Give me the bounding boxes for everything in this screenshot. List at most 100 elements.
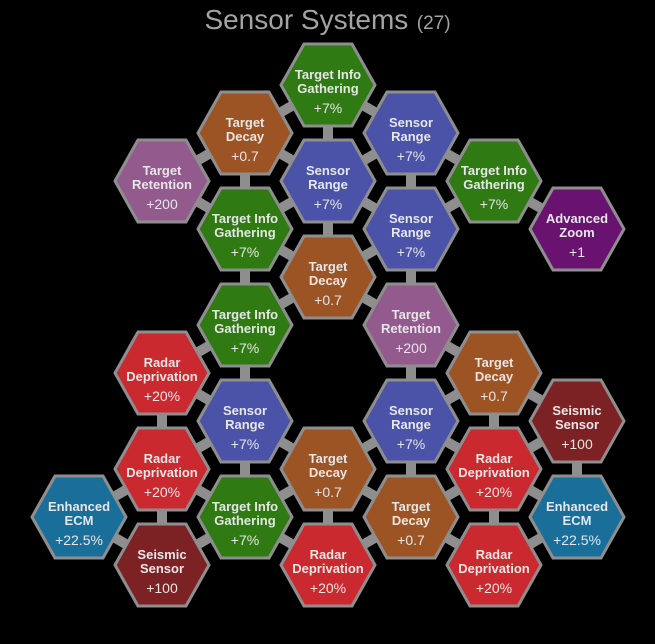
hexagon	[445, 522, 543, 608]
skill-name: Sensor	[140, 561, 184, 576]
skill-name: Enhanced	[48, 499, 110, 514]
hexagon	[445, 330, 543, 416]
skill-value: +0.7	[480, 388, 508, 404]
hexagon	[113, 426, 211, 512]
skill-name: Radar	[144, 355, 181, 370]
skill-name: Gathering	[463, 177, 524, 192]
skill-name: Deprivation	[292, 561, 364, 576]
skill-name: Radar	[310, 547, 347, 562]
skill-name: Range	[391, 417, 431, 432]
skill-name: Sensor	[555, 417, 599, 432]
skill-name: Target Info	[295, 67, 361, 82]
hexagon	[528, 474, 626, 560]
skill-value: +20%	[144, 484, 180, 500]
skill-name: Deprivation	[126, 369, 198, 384]
skill-nodes: Target InfoGathering+7%TargetDecay+0.7Se…	[30, 42, 626, 608]
skill-name: Deprivation	[458, 465, 530, 480]
skill-name: Range	[391, 129, 431, 144]
skill-name: Target	[392, 499, 431, 514]
skill-name: Decay	[226, 129, 265, 144]
hexagon	[528, 378, 626, 464]
skill-name: Radar	[476, 451, 513, 466]
skill-name: Target	[226, 115, 265, 130]
hexagon	[113, 522, 211, 608]
skill-name: Target	[309, 451, 348, 466]
skill-value: +200	[395, 340, 427, 356]
skill-name: Target	[392, 307, 431, 322]
skill-name: Range	[225, 417, 265, 432]
skill-value: +20%	[476, 580, 512, 596]
hexagon	[279, 138, 377, 224]
skill-name: Range	[308, 177, 348, 192]
skill-name: Sensor	[223, 403, 267, 418]
skill-value: +7%	[397, 148, 425, 164]
title-name: Sensor Systems	[204, 4, 409, 35]
skill-value: +20%	[144, 388, 180, 404]
skill-name: Sensor	[389, 403, 433, 418]
hexagon	[196, 378, 294, 464]
hexagon	[528, 186, 626, 272]
skill-name: Target Info	[212, 307, 278, 322]
hexagon	[362, 474, 460, 560]
skill-value: +22.5%	[553, 532, 601, 548]
hexagon	[279, 234, 377, 320]
hexagon	[279, 42, 377, 128]
skill-value: +7%	[231, 436, 259, 452]
skill-name: Sensor	[306, 163, 350, 178]
skill-value: +7%	[314, 196, 342, 212]
skill-name: Deprivation	[458, 561, 530, 576]
skill-name: Advanced	[546, 211, 608, 226]
hexagon	[362, 186, 460, 272]
skill-name: Gathering	[214, 513, 275, 528]
skill-name: Target	[143, 163, 182, 178]
skill-name: Gathering	[297, 81, 358, 96]
hexagon	[113, 138, 211, 224]
skill-name: Sensor	[389, 211, 433, 226]
skill-value: +7%	[314, 100, 342, 116]
hexagon	[445, 426, 543, 512]
skill-name: Seismic	[552, 403, 601, 418]
skill-name: Zoom	[559, 225, 594, 240]
hexagon	[30, 474, 128, 560]
page-title: Sensor Systems (27)	[0, 4, 655, 36]
hexagon	[196, 474, 294, 560]
skill-name: Retention	[132, 177, 192, 192]
skill-name: Decay	[309, 465, 348, 480]
skill-name: ECM	[563, 513, 592, 528]
skill-value: +22.5%	[55, 532, 103, 548]
skill-name: Target Info	[212, 499, 278, 514]
skill-name: Decay	[309, 273, 348, 288]
skill-value: +0.7	[314, 292, 342, 308]
hexagon	[113, 330, 211, 416]
skill-value: +7%	[231, 532, 259, 548]
hexagon	[196, 90, 294, 176]
